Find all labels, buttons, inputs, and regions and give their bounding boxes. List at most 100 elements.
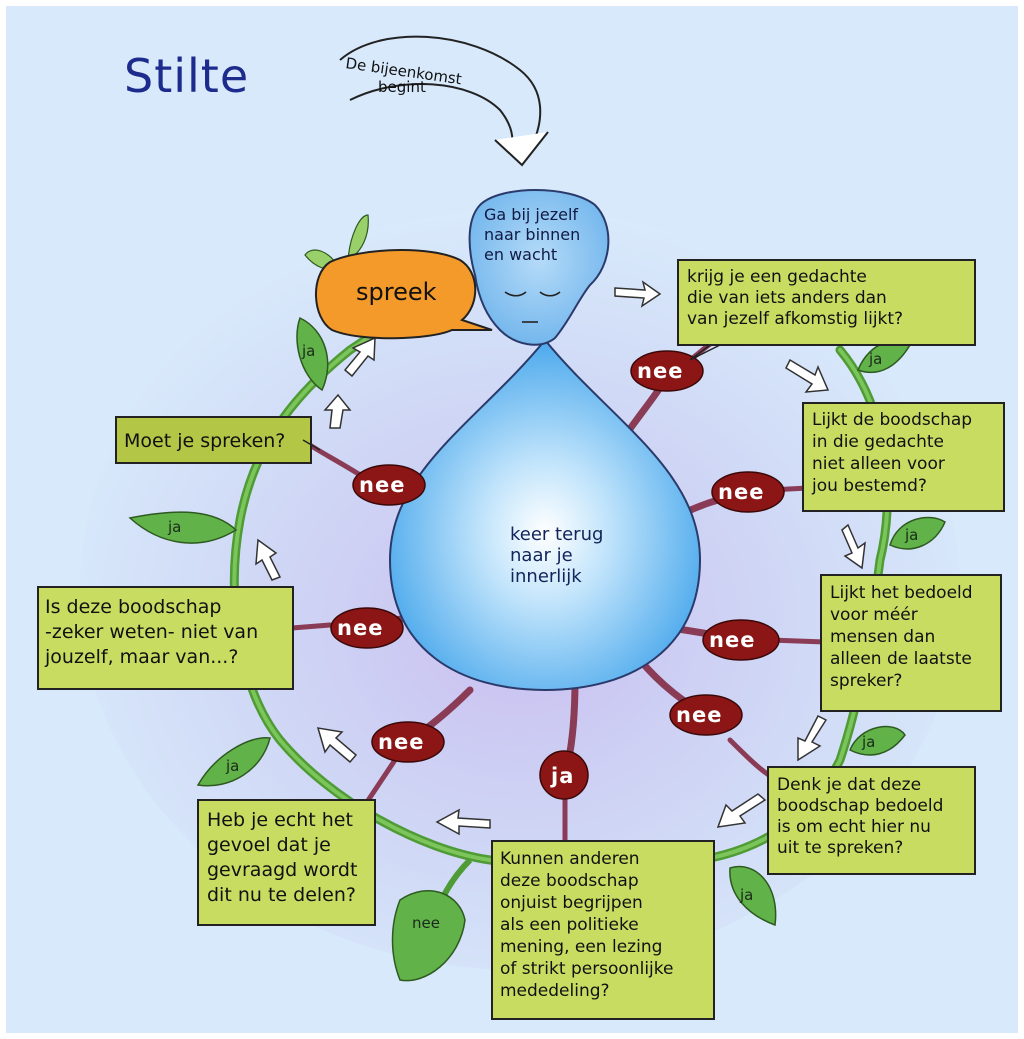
speak-label: spreek <box>356 278 437 306</box>
flow-arrow-2 <box>785 358 830 393</box>
leaf-ja-5-label: ja <box>225 757 239 775</box>
flow-arrows <box>255 280 866 836</box>
ja-bubble: ja <box>539 750 589 800</box>
flow-arrow-5 <box>716 793 767 828</box>
q7-line-1: Is deze boodschap <box>45 596 221 618</box>
question-box-3-text: Lijkt het bedoeld voor méér mensen dan a… <box>830 583 978 691</box>
speak-bubble-shape <box>315 249 493 340</box>
nee-bubble-5: nee <box>371 721 445 763</box>
leaf-nee-label: nee <box>412 914 440 932</box>
title: Stilte <box>124 49 249 103</box>
q4-line-1: Denk je dat deze <box>777 775 921 795</box>
speak-bubble: spreek <box>315 249 493 340</box>
question-box-6: Heb je echt het gevoel dat je gevraagd w… <box>197 799 376 926</box>
leaf-ja-7: ja <box>296 316 329 392</box>
question-box-5-text: Kunnen anderen deze boodschap onjuist be… <box>500 849 679 1001</box>
question-box-7-text: Is deze boodschap -zeker weten- niet van… <box>44 596 264 668</box>
q2-line-1: Lijkt de boodschap <box>812 410 972 430</box>
leaves: ja ja ja ja nee ja ja ja <box>128 214 946 982</box>
q7-line-3: jouzelf, maar van...? <box>44 646 238 668</box>
question-box-7-frame <box>37 586 294 690</box>
q2-line-4: jou bestemd? <box>811 476 927 496</box>
leaf-ja-1-label: ja <box>868 350 882 368</box>
head-line-3: en wacht <box>484 245 557 264</box>
head-text: Ga bij jezelf naar binnen en wacht <box>484 205 585 264</box>
flow-arrow-4 <box>797 714 828 762</box>
box-tails <box>302 344 721 451</box>
leaf-ja-5: ja <box>196 737 271 787</box>
drop-text: keer terug naar je innerlijk <box>510 524 609 587</box>
question-box-5-frame <box>491 840 715 1020</box>
flow-arrow-3 <box>841 523 866 570</box>
leaf-ja-3: ja <box>849 725 906 756</box>
leaf-ja-6: ja <box>128 511 238 544</box>
head-line-1: Ga bij jezelf <box>484 205 578 224</box>
nee-bubble-3: nee <box>702 619 780 661</box>
flow-arrow-7 <box>316 727 358 764</box>
q5-line-2: deze boodschap <box>500 871 639 891</box>
nee-bubble-3-label: nee <box>709 628 755 652</box>
nee-bubble-6-label: nee <box>337 616 383 640</box>
question-box-3-frame <box>820 574 1002 712</box>
q6-line-1: Heb je echt het <box>207 809 353 831</box>
flow-arrow-1 <box>614 280 662 308</box>
q3-line-3: mensen dan <box>830 627 935 647</box>
flow-arrow-8 <box>255 538 282 581</box>
q1-line-3: van jezelf afkomstig lijkt? <box>687 309 903 329</box>
nee-bubble-7: nee <box>352 464 426 506</box>
question-box-1-frame <box>677 259 976 346</box>
question-box-1-text: krijg je een gedachte die van iets ander… <box>687 267 903 329</box>
right-eye <box>539 291 561 297</box>
flow-arrow-6 <box>435 808 491 836</box>
q7-line-2: -zeker weten- niet van <box>45 621 258 643</box>
nee-bubble-6: nee <box>330 607 404 649</box>
question-box-2-frame <box>802 402 1005 512</box>
question-box-8: Moet je spreken? <box>115 416 312 464</box>
q4-line-4: uit te spreken? <box>777 838 903 858</box>
leaf-ja-4-label: ja <box>739 886 753 904</box>
question-box-6-frame <box>197 799 376 926</box>
q2-line-3: niet alleen voor <box>812 454 945 474</box>
drop-line-2: naar je <box>510 545 573 566</box>
q5-line-6: of strikt persoonlijke <box>500 959 673 979</box>
nee-bubble-1-label: nee <box>637 359 683 383</box>
decision-bubbles: nee nee nee nee ja nee nee nee <box>330 350 785 800</box>
question-box-4-text: Denk je dat deze boodschap bedoeld is om… <box>777 775 949 858</box>
q2-line-2: in die gedachte <box>812 432 944 452</box>
nee-bubble-5-label: nee <box>378 730 424 754</box>
question-box-6-text: Heb je echt het gevoel dat je gevraagd w… <box>207 809 363 906</box>
meditating-head: Ga bij jezelf naar binnen en wacht <box>468 189 610 346</box>
head-shape <box>468 189 610 346</box>
question-box-7: Is deze boodschap -zeker weten- niet van… <box>37 586 294 690</box>
q5-line-4: als een politieke <box>500 915 639 935</box>
q3-line-4: alleen de laatste <box>830 649 972 669</box>
leaf-ja-4: ja <box>729 865 777 927</box>
nee-bubble-2-label: nee <box>718 480 764 504</box>
nee-bubble-4-label: nee <box>676 703 722 727</box>
leaf-ja-2: ja <box>889 516 946 550</box>
nee-bubble-2: nee <box>711 471 785 513</box>
q5-line-3: onjuist begrijpen <box>500 893 643 913</box>
question-box-5: Kunnen anderen deze boodschap onjuist be… <box>491 840 715 1020</box>
ja-bubble-label: ja <box>550 764 574 788</box>
flow-arrow-10 <box>343 336 376 378</box>
leaf-ja-2-label: ja <box>904 526 918 544</box>
drop-line-1: keer terug <box>510 524 603 545</box>
nee-bubble-4: nee <box>669 694 743 736</box>
q1-line-2: die van iets anders dan <box>687 288 887 308</box>
head-line-2: naar binnen <box>484 225 580 244</box>
nee-bubble-7-label: nee <box>359 473 405 497</box>
drop-line-3: innerlijk <box>510 566 582 587</box>
q5-line-7: mededeling? <box>500 981 610 1001</box>
question-box-8-frame <box>115 416 312 464</box>
question-box-4: Denk je dat deze boodschap bedoeld is om… <box>767 766 976 875</box>
q5-line-1: Kunnen anderen <box>500 849 640 869</box>
leaf-ja-7-label: ja <box>301 342 315 360</box>
question-box-4-frame <box>767 766 976 875</box>
question-box-3: Lijkt het bedoeld voor méér mensen dan a… <box>820 574 1002 712</box>
leaf-ja-3-label: ja <box>861 733 875 751</box>
q4-line-3: is om echt hier nu <box>777 817 931 837</box>
start-arrow-text-2: begint <box>378 78 426 96</box>
leaf-ja-6-label: ja <box>167 518 181 536</box>
